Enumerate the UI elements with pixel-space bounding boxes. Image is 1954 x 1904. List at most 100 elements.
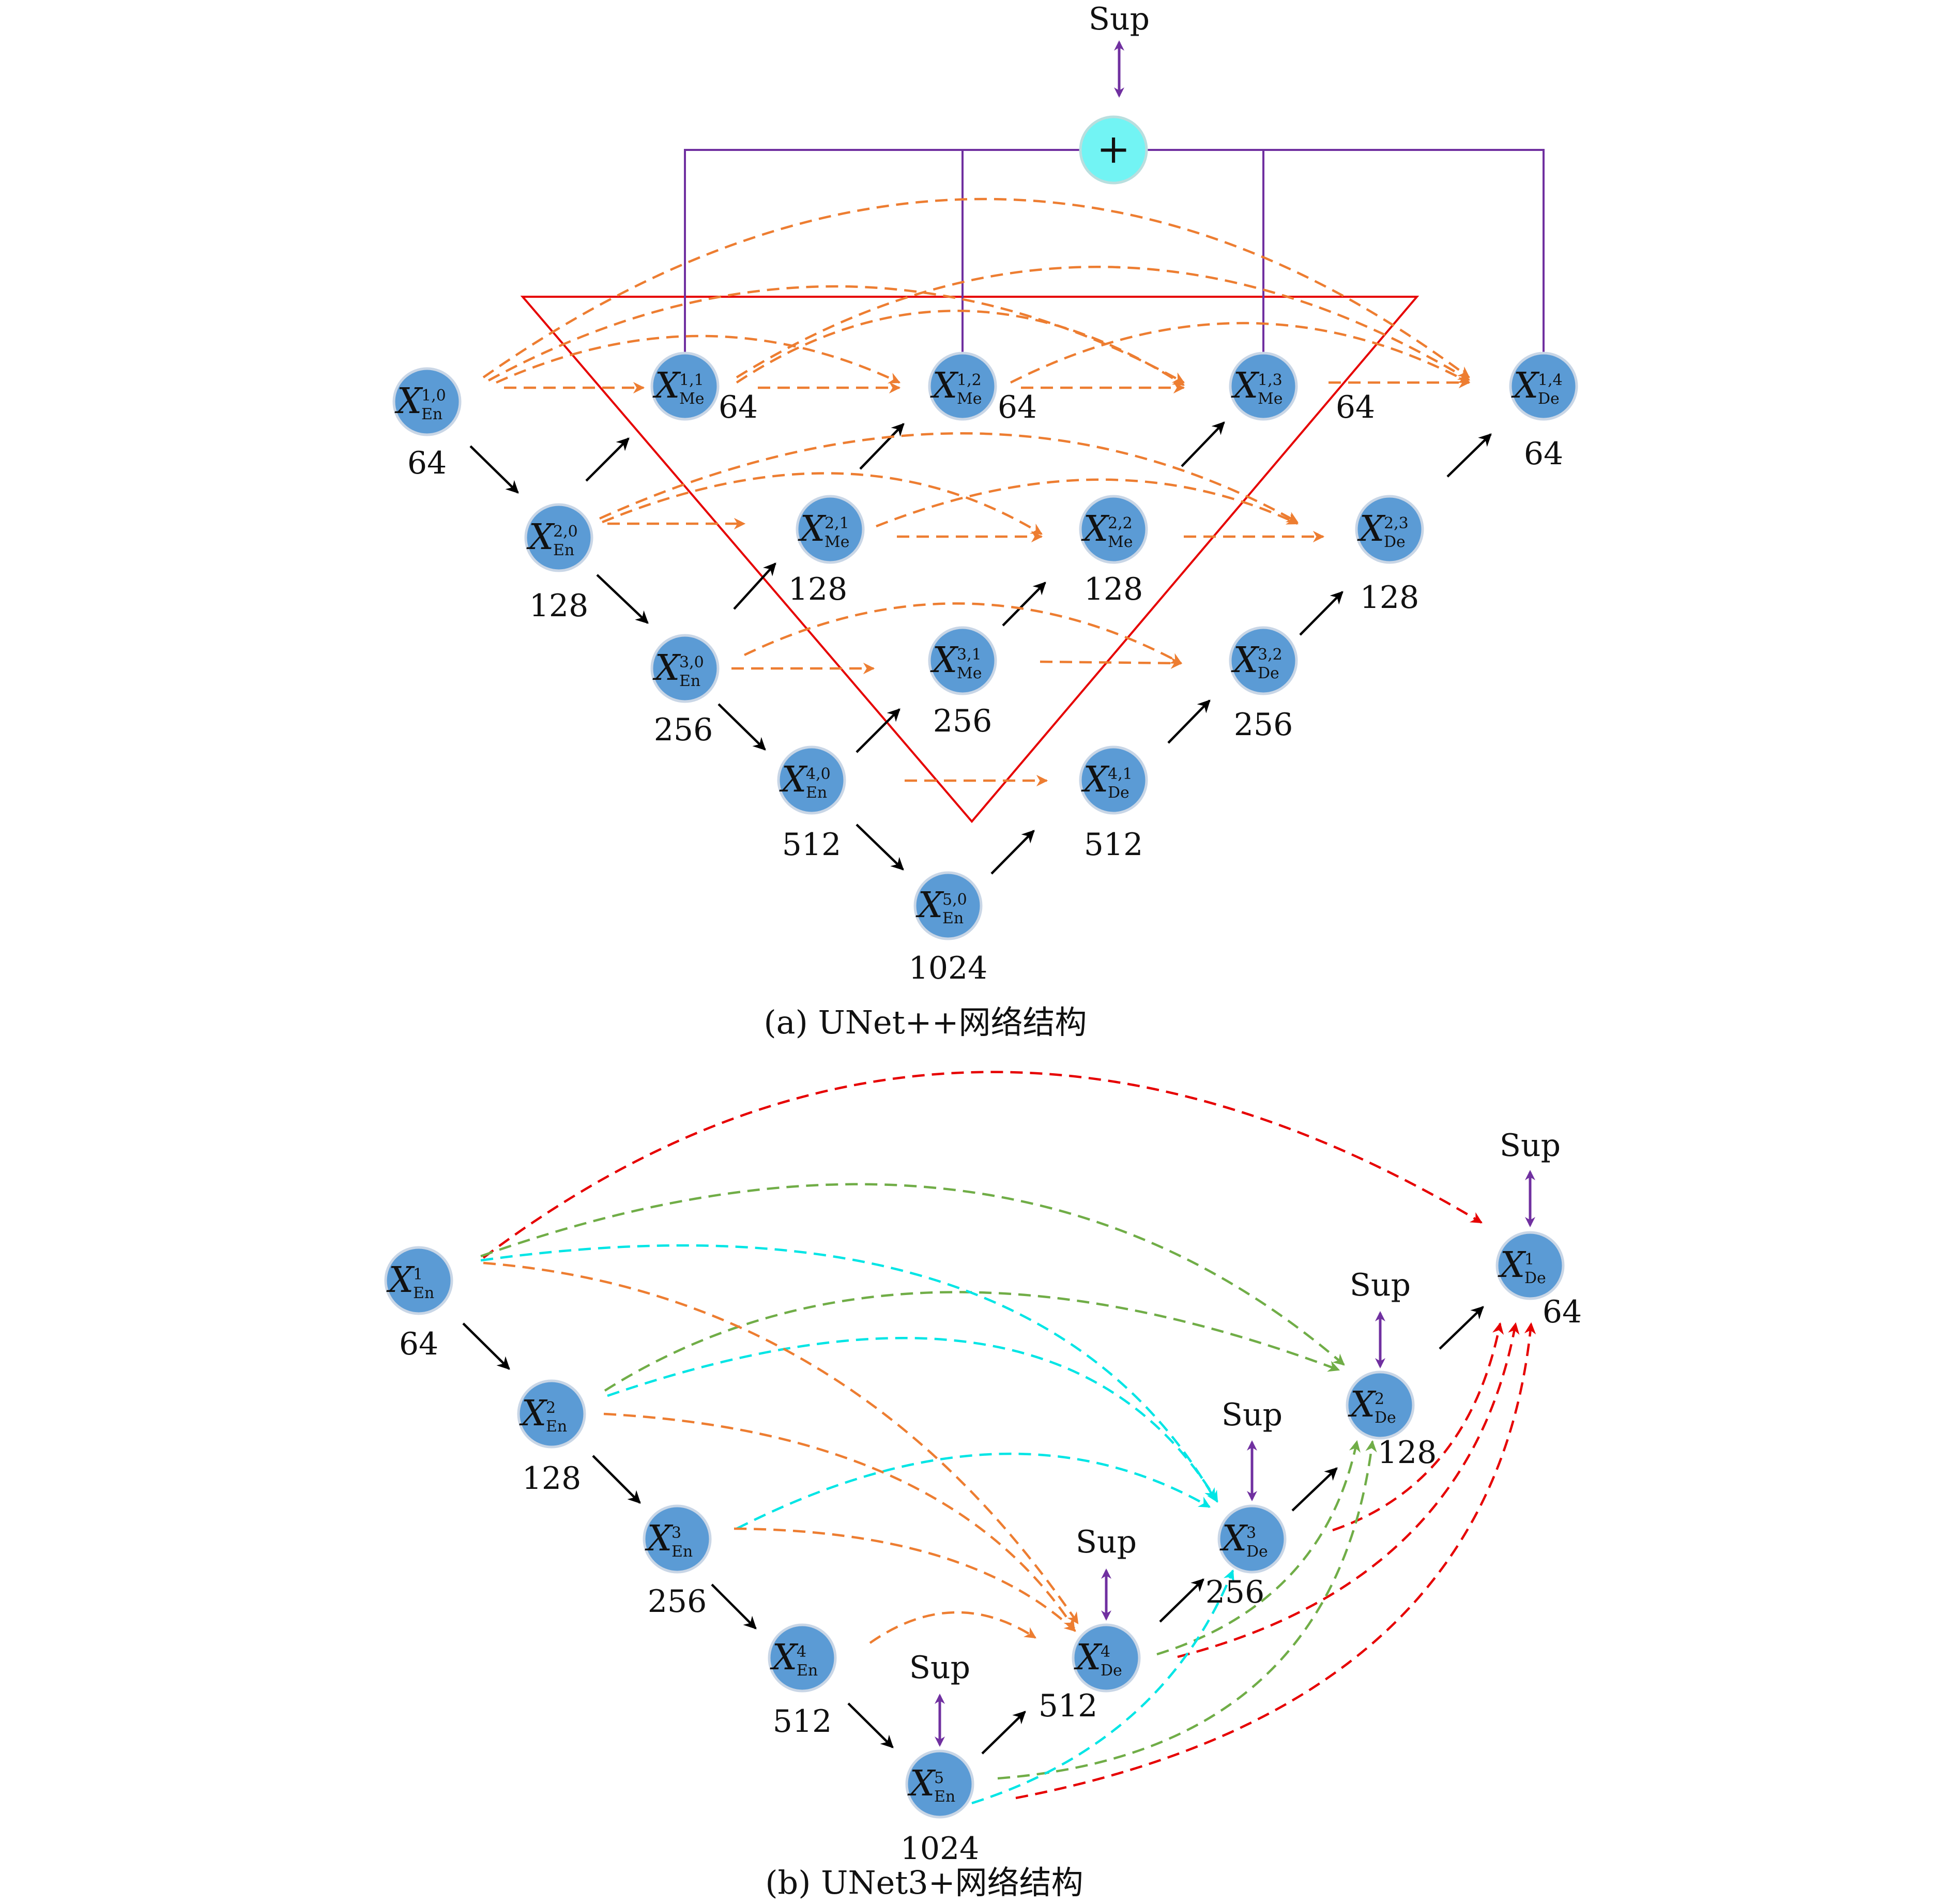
node-superscript: 2 bbox=[546, 1399, 556, 1417]
channel-count: 128 bbox=[529, 588, 589, 624]
node-circle bbox=[777, 745, 846, 815]
node-superscript: 4 bbox=[1101, 1643, 1110, 1661]
node-circle bbox=[1346, 1370, 1415, 1440]
node-symbol: X bbox=[1231, 640, 1260, 681]
node-d1 bbox=[1495, 1231, 1565, 1300]
channel-count: 1024 bbox=[900, 1831, 980, 1867]
node-circle bbox=[524, 503, 593, 572]
node-subscript: De bbox=[1246, 1543, 1268, 1561]
sup-label-e5: Sup bbox=[909, 1650, 970, 1686]
up-arrow bbox=[1291, 1467, 1338, 1512]
down-arrow bbox=[596, 574, 649, 624]
skip-e5-d3 bbox=[971, 1569, 1234, 1805]
node-subscript: Me bbox=[1258, 390, 1283, 408]
up-arrow bbox=[856, 708, 900, 753]
node-subscript: En bbox=[671, 1543, 693, 1561]
channel-count: 512 bbox=[1039, 1688, 1098, 1724]
down-arrow bbox=[711, 1583, 757, 1629]
node-superscript: 5 bbox=[934, 1769, 944, 1787]
node-circle bbox=[1079, 745, 1148, 815]
channel-count: 64 bbox=[407, 445, 447, 481]
node-a20 bbox=[524, 503, 593, 572]
node-circle bbox=[1072, 1623, 1141, 1693]
node-circle bbox=[1355, 495, 1424, 564]
skip-a10-a13 bbox=[487, 285, 1185, 384]
node-symbol: X bbox=[1081, 759, 1110, 800]
node-symbol: X bbox=[779, 759, 808, 800]
channel-count: 256 bbox=[1234, 707, 1293, 743]
skip-e5-d1 bbox=[1015, 1322, 1536, 1800]
channel-count: 256 bbox=[648, 1583, 707, 1620]
node-circle bbox=[517, 1379, 586, 1449]
skip-d4-d2 bbox=[1156, 1440, 1361, 1656]
node-subscript: En bbox=[806, 784, 827, 802]
node-circle bbox=[913, 871, 983, 940]
node-superscript: 1,3 bbox=[1258, 371, 1283, 389]
node-subscript: Me bbox=[679, 390, 704, 408]
node-circle bbox=[1217, 1504, 1287, 1574]
node-a21 bbox=[796, 495, 865, 564]
channel-count: 64 bbox=[1543, 1294, 1582, 1330]
nodes-layer bbox=[384, 115, 1578, 1819]
node-subscript: De bbox=[1384, 533, 1406, 551]
node-circle bbox=[1495, 1231, 1565, 1300]
node-a11 bbox=[650, 352, 720, 421]
node-symbol: X bbox=[930, 365, 959, 406]
channel-count: 256 bbox=[654, 712, 713, 748]
skip-e2-d3 bbox=[607, 1336, 1218, 1503]
node-circle bbox=[650, 634, 720, 703]
node-a30 bbox=[650, 634, 720, 703]
node-superscript: 5,0 bbox=[942, 891, 967, 909]
node-circle bbox=[392, 367, 462, 436]
nested-triangle-outline bbox=[520, 296, 1419, 824]
node-superscript: 1,1 bbox=[679, 371, 704, 389]
edges-layer bbox=[462, 40, 1545, 1805]
node-symbol: X bbox=[1348, 1384, 1377, 1425]
node-circle bbox=[384, 1246, 453, 1315]
node-a22 bbox=[1079, 495, 1148, 564]
node-subscript: De bbox=[1108, 784, 1129, 802]
skip-a20-a23 bbox=[599, 432, 1299, 523]
channel-count: 256 bbox=[933, 703, 993, 739]
channel-count: 64 bbox=[1524, 436, 1563, 472]
channel-count: 64 bbox=[399, 1326, 438, 1362]
channel-count: 256 bbox=[1205, 1574, 1265, 1610]
node-subscript: Me bbox=[825, 533, 849, 551]
up-arrow bbox=[859, 423, 905, 470]
node-circle bbox=[928, 352, 997, 421]
skip-a10-a14 bbox=[482, 197, 1470, 378]
node-symbol: X bbox=[652, 648, 681, 689]
skip-e1-d4 bbox=[483, 1261, 1079, 1624]
node-d3 bbox=[1217, 1504, 1287, 1574]
node-subscript: Me bbox=[957, 390, 982, 408]
node-superscript: 1,4 bbox=[1538, 371, 1563, 389]
down-arrow bbox=[462, 1322, 510, 1370]
skip-e1-d1 bbox=[482, 1071, 1483, 1259]
sup-label-a: Sup bbox=[1089, 1, 1150, 37]
node-subscript: En bbox=[553, 541, 574, 559]
node-circle bbox=[796, 495, 865, 564]
node-superscript: 2,1 bbox=[825, 514, 849, 532]
node-subscript: De bbox=[1524, 1269, 1546, 1287]
node-a31 bbox=[928, 626, 997, 695]
channel-count: 1024 bbox=[909, 950, 988, 986]
node-subscript: De bbox=[1258, 664, 1279, 682]
node-subscript: De bbox=[1375, 1409, 1396, 1427]
node-circle bbox=[1229, 352, 1298, 421]
skip-a21-a23 bbox=[876, 478, 1299, 528]
node-symbol: X bbox=[907, 1763, 936, 1804]
down-arrow bbox=[469, 445, 519, 494]
node-superscript: 3,2 bbox=[1258, 646, 1283, 664]
node-a12 bbox=[928, 352, 997, 421]
node-subscript: En bbox=[679, 672, 700, 690]
sup-label-d3: Sup bbox=[1222, 1397, 1283, 1433]
skip-e1-d2 bbox=[480, 1183, 1345, 1366]
up-arrow bbox=[1167, 699, 1211, 744]
channel-count: 128 bbox=[1084, 571, 1143, 607]
skip-a11-a13 bbox=[736, 310, 1185, 386]
node-superscript: 1,2 bbox=[957, 371, 982, 389]
node-symbol: X bbox=[915, 885, 944, 926]
channel-count: 128 bbox=[522, 1460, 582, 1497]
up-arrow bbox=[733, 562, 776, 610]
skip-a10-a12 bbox=[496, 334, 901, 384]
